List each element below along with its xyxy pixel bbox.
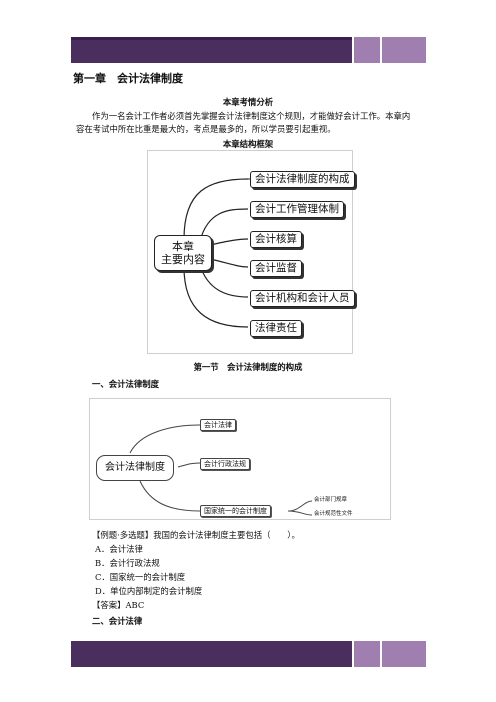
example-question: 【例题·多选题】我国的会计法律制度主要包括（ ）。 [92, 530, 300, 540]
legal-system-branch-regulations: 会计行政法规 [200, 458, 250, 470]
analysis-paragraph-line1: 作为一名会计工作者必须首先掌握会计法律制度这个规则，才能做好会计工作。本章内 [92, 111, 411, 121]
framework-root-line1: 本章 [172, 240, 194, 253]
framework-root: 本章 主要内容 [154, 235, 212, 271]
legal-system-branch-law: 会计法律 [200, 419, 236, 431]
analysis-heading: 本章考情分析 [222, 97, 274, 107]
example-option-d: D．单位内部制定的会计制度 [95, 586, 203, 596]
framework-heading: 本章结构框架 [222, 139, 274, 149]
framework-branch-institutions: 会计机构和会计人员 [250, 290, 355, 307]
subsection-2-heading: 二、会计法律 [92, 616, 143, 626]
legal-system-sub-ministry-rules: 会计部门规章 [314, 497, 348, 503]
framework-branch-accounting: 会计核算 [250, 231, 302, 248]
footer-band [71, 641, 426, 667]
legal-system-connectors [129, 424, 313, 516]
example-option-c: C．国家统一的会计制度 [95, 572, 186, 582]
section-title: 第一节 会计法律制度的构成 [193, 362, 303, 372]
legal-system-root: 会计法律制度 [96, 455, 174, 481]
analysis-paragraph-line2: 容在考试中所在比重是最大的，考点是最多的，所以学员要引起重视。 [76, 124, 336, 134]
example-option-a: A．会计法律 [95, 544, 143, 554]
legal-system-diagram: 会计法律制度 会计法律 会计行政法规 国家统一的会计制度 会计部门规章 会计规范… [89, 398, 391, 520]
legal-system-sub-normative-documents: 会计规范性文件 [314, 511, 353, 517]
example-answer: 【答案】ABC [92, 600, 145, 610]
framework-root-line2: 主要内容 [161, 253, 205, 266]
chapter-framework-diagram: 本章 主要内容 会计法律制度的构成 会计工作管理体制 会计核算 会计监督 会计机… [147, 150, 355, 354]
subsection-1-heading: 一、会计法律制度 [92, 379, 159, 389]
framework-branch-supervision: 会计监督 [250, 260, 302, 277]
chapter-title: 第一章 会计法律制度 [73, 72, 183, 85]
header-band [71, 37, 426, 63]
framework-branch-composition: 会计法律制度的构成 [250, 171, 355, 188]
legal-system-branch-national-system: 国家统一的会计制度 [200, 505, 271, 517]
framework-branch-liability: 法律责任 [250, 320, 302, 337]
framework-branch-management: 会计工作管理体制 [250, 201, 344, 218]
example-option-b: B．会计行政法规 [95, 558, 160, 568]
